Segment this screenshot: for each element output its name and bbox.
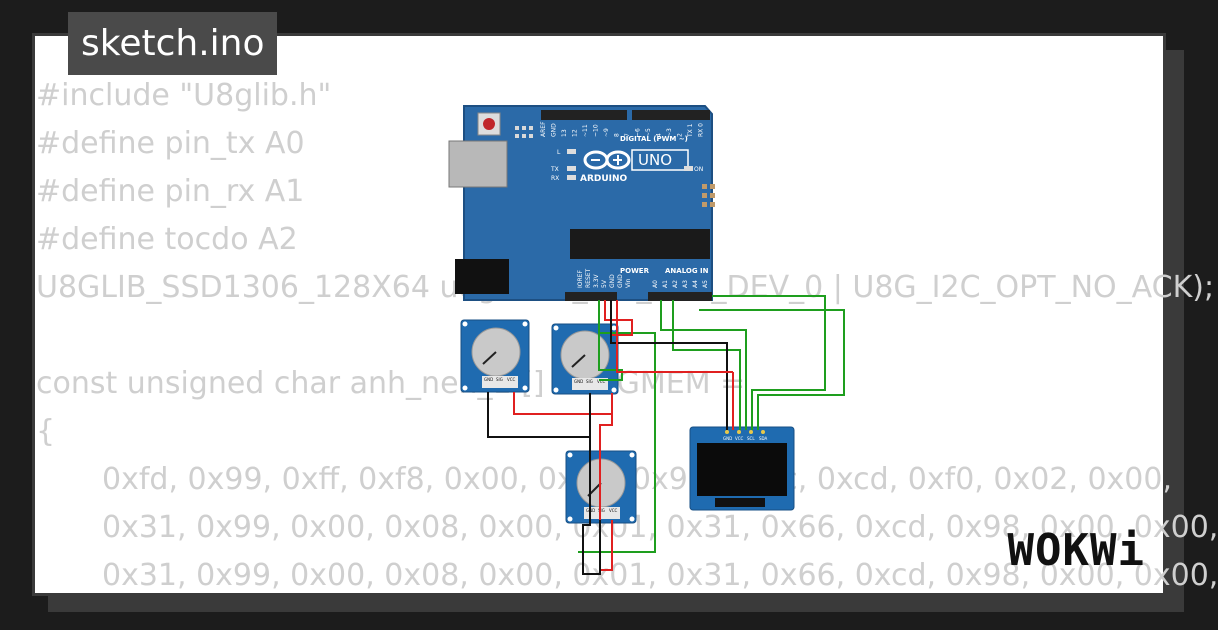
pin-label: GND [609,274,616,288]
svg-text:SCL: SCL [747,436,755,441]
pin-label: ~11 [582,124,589,137]
wire-black-1 [487,392,591,438]
svg-text:SIG: SIG [598,508,605,513]
pin-label: 7 [624,133,631,137]
pin-label: GND [551,123,558,137]
reset-button-cap [483,118,495,130]
svg-text:GND: GND [723,436,732,441]
pin-label: GND [617,274,624,288]
svg-text:SDA: SDA [759,436,768,441]
svg-text:SIG: SIG [496,377,503,382]
svg-text:GND: GND [484,377,493,382]
pin-label: 8 [614,133,621,137]
digital-header-left [541,110,627,120]
svg-text:VCC: VCC [507,377,516,382]
pin-label: A5 [702,280,709,288]
pin-label: A0 [652,280,659,288]
svg-text:VCC: VCC [735,436,744,441]
uno-label-box [631,149,689,171]
wire-red-1 [513,392,613,415]
pin-label: IOREF [577,270,584,288]
wire-green-6 [598,300,623,381]
pin-label: ~10 [593,124,600,137]
board-model-label: UNO [638,151,672,169]
wire-black-2 [582,437,601,575]
pin-label: 4 [656,133,663,137]
pin-label: A3 [682,280,689,288]
pin-label: 5V [601,279,608,288]
digital-label: DIGITAL (PWM ~) [620,135,688,143]
oled-ribbon [715,498,765,507]
pin-label: TX 1 [687,123,694,138]
potentiometer-1[interactable]: GND SIG VCC [460,319,530,393]
wire-red-5 [616,300,733,373]
pin-label: A4 [692,280,699,288]
pin-label: 2 [677,133,684,137]
code-line: { [36,414,56,449]
pin-label: RX 0 [698,123,705,137]
wires [487,295,845,575]
led-label-l: L [557,149,561,156]
digital-header-right [632,110,710,120]
svg-text:VCC: VCC [597,379,606,384]
icsp-header-top [515,126,533,138]
power-label: POWER [620,267,650,275]
pin-label: ~6 [635,128,642,137]
led-label-rx: RX [551,175,559,182]
code-line: #define tocdo A2 [36,222,298,257]
pin-label: 13 [561,129,568,137]
potentiometer-3-pins [584,507,620,519]
code-line: #define pin_tx A0 [36,126,305,161]
pin-label: ~5 [645,128,652,137]
oled-screen [697,443,787,496]
led-on [684,166,693,171]
wire-black-3 [610,300,728,430]
arduino-logo-icon [583,150,631,170]
wokwi-logo: WOKWi [1007,525,1145,576]
pin-label: ~9 [603,128,610,137]
wire-red-2 [599,393,613,571]
pin-label: RESET [585,268,592,288]
code-line: #define pin_rx A1 [36,174,305,209]
wire-red-3 [604,300,633,336]
analog-header [648,292,712,301]
led-label-on: ON [694,166,703,173]
analog-label: ANALOG IN [665,267,709,275]
pin-label: ~3 [666,128,673,137]
potentiometer-1-pins [482,376,518,388]
oled-display[interactable]: GND VCC SCL SDA [689,426,795,511]
led-tx [567,166,576,171]
atmega-chip [570,229,710,259]
board-maker-label: ARDUINO [580,174,628,184]
pin-label: 12 [572,129,579,137]
power-header [565,292,617,301]
pin-label: Vin [625,278,632,288]
icsp-header-right [702,184,715,207]
svg-text:SIG: SIG [586,379,593,384]
svg-text:VCC: VCC [609,508,618,513]
pin-label: A1 [662,280,669,288]
code-line: 0x31, 0x99, 0x00, 0x08, 0x00, 0x01, 0x31… [102,558,1218,593]
potentiometer-2[interactable]: GND SIG VCC [551,323,619,395]
wire-green-3 [672,300,741,430]
wire-green-4 [712,295,826,430]
code-line: #include "U8glib.h" [36,78,332,113]
pin-label: 3.3V [593,273,600,288]
arduino-uno-board[interactable]: UNO ARDUINO DIGITAL (PWM ~) POWER ANALOG… [448,105,715,301]
power-jack [455,259,509,294]
led-l [567,149,576,154]
wire-green-5 [699,309,845,430]
wire-green-2 [660,300,747,430]
pin-label: A2 [672,280,679,288]
svg-text:GND: GND [574,379,583,384]
usb-connector [448,140,508,188]
led-label-tx: TX [550,166,559,173]
file-title: sketch.ino [68,12,278,75]
led-rx [567,175,576,180]
pin-label: AREF [540,121,547,137]
